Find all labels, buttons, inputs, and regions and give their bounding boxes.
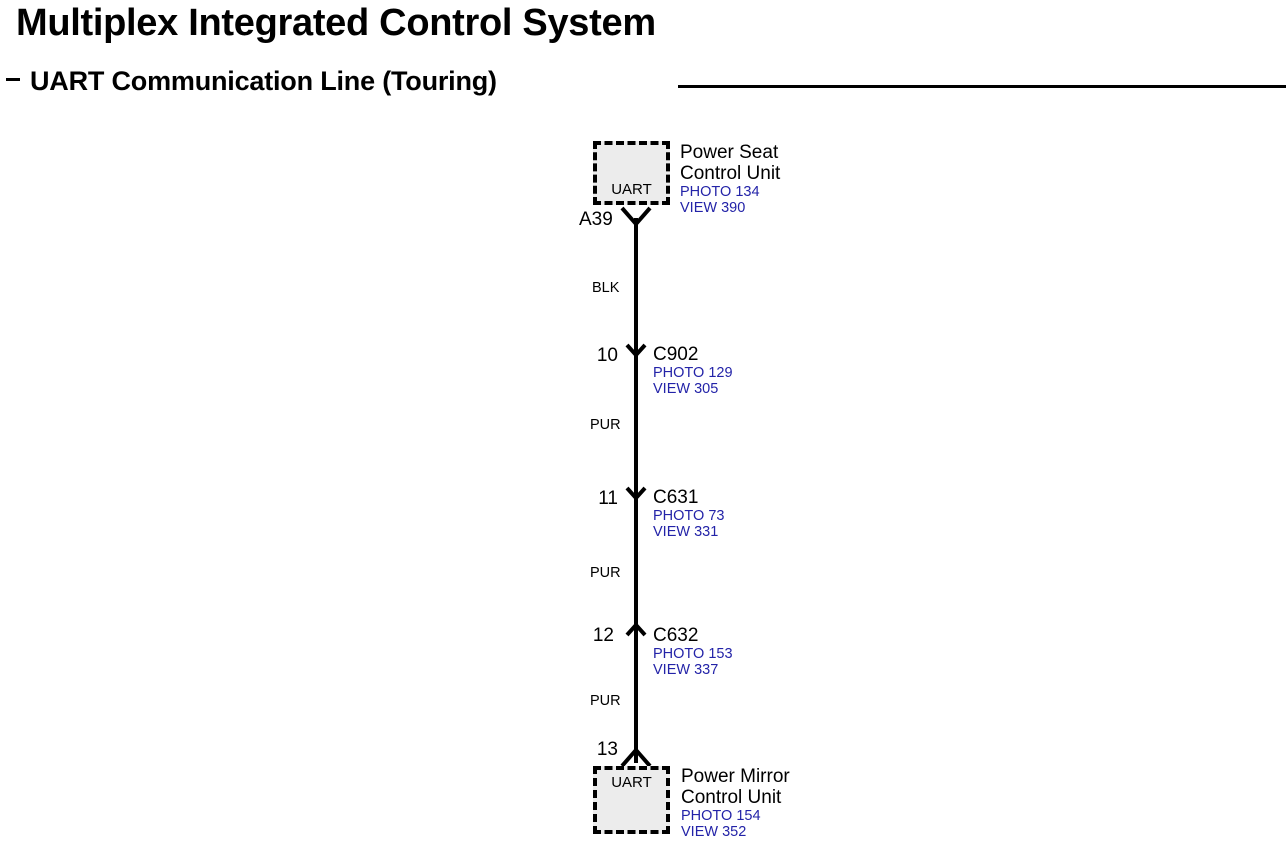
power-mirror-control-unit-box[interactable]: UART xyxy=(593,766,670,834)
connector-chevron-up-icon-c632 xyxy=(624,621,648,648)
wire-color-label-2: PUR xyxy=(590,417,621,433)
terminal-wedge-bottom-icon xyxy=(620,744,652,775)
unit-name-line2: Control Unit xyxy=(680,163,781,184)
photo-reference[interactable]: PHOTO 73 xyxy=(653,508,725,524)
connector-pin-number-13: 13 xyxy=(596,739,618,760)
photo-reference[interactable]: PHOTO 153 xyxy=(653,646,733,662)
connector-label-c902: C902 PHOTO 129 VIEW 305 xyxy=(653,344,733,398)
connector-pin-number-c902: 10 xyxy=(596,345,618,366)
connector-label-c632: C632 PHOTO 153 VIEW 337 xyxy=(653,625,733,679)
wire-color-label-1: BLK xyxy=(592,280,620,296)
connector-pin-number-c632: 12 xyxy=(592,625,614,646)
unit-name-line1: Power Mirror xyxy=(681,766,790,787)
view-reference[interactable]: VIEW 331 xyxy=(653,524,719,540)
wire-segment-1 xyxy=(634,218,638,354)
subtitle: UART Communication Line (Touring) xyxy=(30,66,497,96)
photo-reference[interactable]: PHOTO 134 xyxy=(680,184,760,200)
page-header: Multiplex Integrated Control System UART… xyxy=(0,0,1286,110)
wire-segment-2 xyxy=(634,352,638,497)
subtitle-row: UART Communication Line (Touring) xyxy=(6,66,1286,108)
node-label-a39: A39 xyxy=(579,209,613,230)
view-reference[interactable]: VIEW 305 xyxy=(653,381,719,397)
connector-label-c631: C631 PHOTO 73 VIEW 331 xyxy=(653,487,725,541)
connector-name: C632 xyxy=(653,625,699,646)
power-seat-control-unit-label: Power Seat Control Unit PHOTO 134 VIEW 3… xyxy=(680,142,780,216)
connector-name: C631 xyxy=(653,487,699,508)
connector-pin-number-c631: 11 xyxy=(598,488,618,509)
page-title: Multiplex Integrated Control System xyxy=(16,2,656,44)
wire-color-label-3: PUR xyxy=(590,565,621,581)
view-reference[interactable]: VIEW 352 xyxy=(681,824,747,840)
photo-reference[interactable]: PHOTO 129 xyxy=(653,365,733,381)
wire-segment-3 xyxy=(634,495,638,640)
power-seat-control-unit-box[interactable]: UART xyxy=(593,141,670,205)
subtitle-dash-icon xyxy=(6,78,20,81)
view-reference[interactable]: VIEW 337 xyxy=(653,662,719,678)
power-mirror-control-unit-label: Power Mirror Control Unit PHOTO 154 VIEW… xyxy=(681,766,790,840)
wire-color-label-4: PUR xyxy=(590,693,621,709)
wire-segment-4 xyxy=(634,633,638,763)
photo-reference[interactable]: PHOTO 154 xyxy=(681,808,761,824)
unit-name-line2: Control Unit xyxy=(681,787,782,808)
uart-port-label: UART xyxy=(611,774,652,791)
header-divider xyxy=(678,85,1286,88)
unit-name-line1: Power Seat xyxy=(680,142,779,163)
uart-port-label: UART xyxy=(611,181,652,198)
connector-name: C902 xyxy=(653,344,699,365)
view-reference[interactable]: VIEW 390 xyxy=(680,200,746,216)
